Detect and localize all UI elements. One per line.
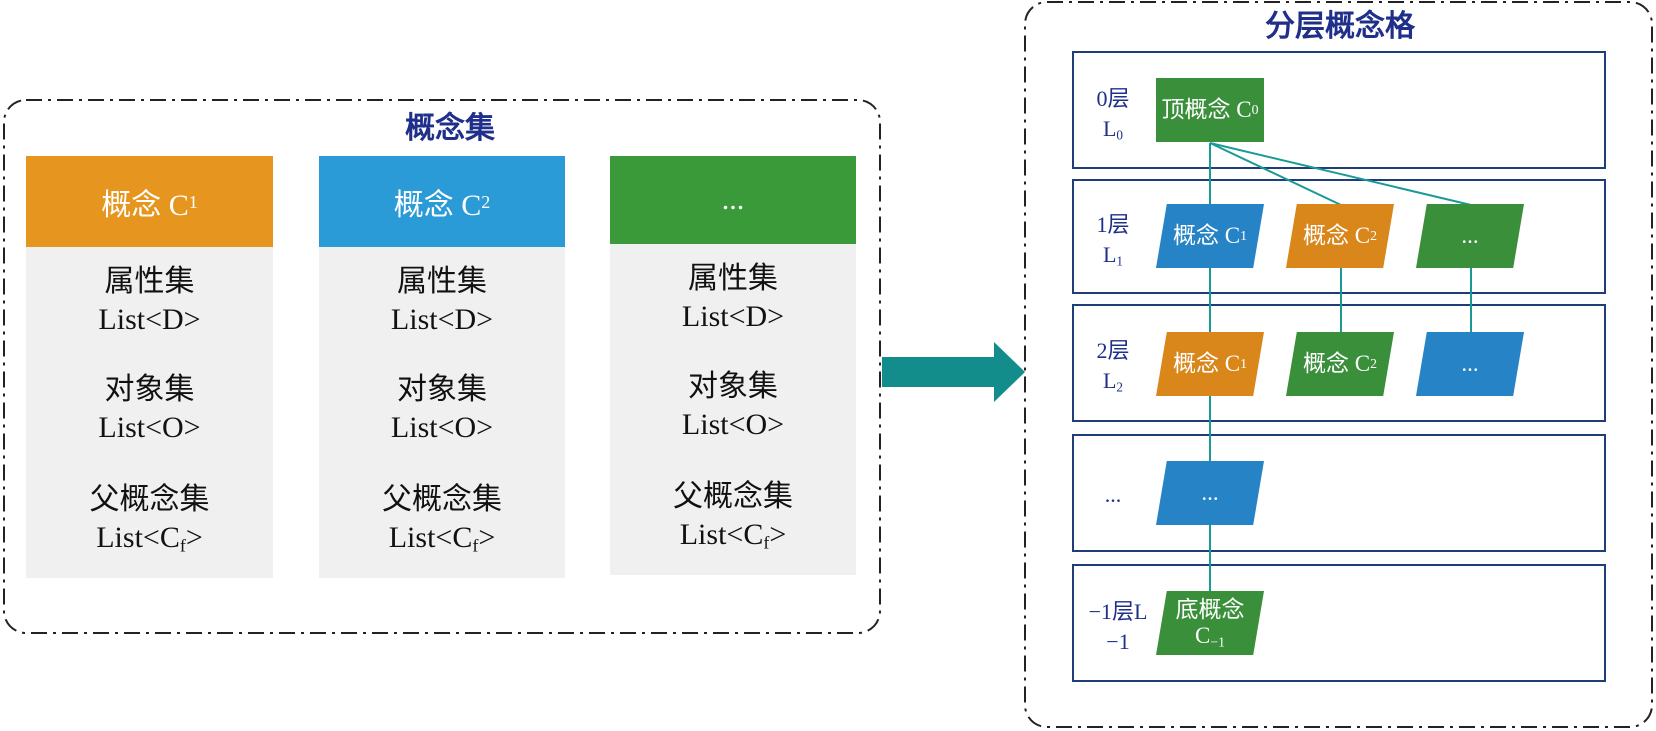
concept-card-1-title: 概念 C	[101, 188, 189, 222]
object-set-label: 对象集	[397, 373, 487, 406]
attribute-set-label: 属性集	[688, 262, 778, 295]
layer-box-1	[1072, 179, 1606, 294]
concept-card-3-title: ...	[721, 183, 745, 216]
lattice-frame	[1024, 1, 1653, 728]
parent-set-list: List<Cf>	[388, 521, 496, 556]
object-set-label: 对象集	[104, 373, 195, 406]
lattice-title: 分层概念格	[1265, 9, 1415, 44]
attribute-set-list: List<D>	[98, 303, 201, 336]
concept-card-1-body: 属性集 List<D> 对象集 List<O> 父概念集 List<Cf>	[26, 247, 273, 578]
parent-set-label: 父概念集	[673, 480, 793, 513]
concept-set-frame	[3, 99, 881, 634]
attribute-set-label: 属性集	[397, 265, 487, 298]
parent-set-label: 父概念集	[89, 483, 210, 516]
l3-concept-node: ...	[1156, 461, 1264, 525]
layer-label-3: ...	[1104, 482, 1122, 507]
layer-label-4: −1层L−1	[1088, 599, 1148, 654]
parent-set-label: 父概念集	[382, 483, 502, 516]
layer-box-2	[1072, 304, 1606, 422]
concept-set-title: 概念集	[405, 111, 495, 146]
layer-box-3	[1072, 434, 1606, 552]
parent-set-list: List<Cf>	[679, 518, 787, 553]
transform-arrow	[882, 342, 1025, 402]
l1-concept-node-3: ...	[1416, 204, 1524, 268]
concept-card-2-title: 概念 C	[393, 188, 482, 222]
parent-set-list: List<Cf>	[96, 521, 203, 556]
attribute-set-list: List<D>	[390, 303, 494, 336]
attribute-set-list: List<D>	[681, 300, 785, 333]
link-top-l1c3	[1209, 142, 1472, 206]
object-set-list: List<O>	[681, 408, 785, 441]
layer-box-4	[1072, 564, 1606, 682]
link-top-l1c2	[1209, 142, 1342, 206]
object-set-list: List<O>	[98, 411, 201, 444]
attribute-set-label: 属性集	[104, 265, 195, 298]
lattice-links	[1209, 142, 1472, 592]
object-set-label: 对象集	[688, 370, 778, 403]
l2-concept-node-3: ...	[1416, 332, 1524, 396]
layer-box-0	[1072, 51, 1606, 169]
concept-card-3-head: ...	[610, 156, 856, 244]
concept-card-3-body: 属性集 List<D> 对象集 List<O> 父概念集 List<Cf>	[610, 244, 856, 575]
bottom-concept-node: 底概念 C−1	[1156, 591, 1264, 655]
concept-card-2-body: 属性集 List<D> 对象集 List<O> 父概念集 List<Cf>	[319, 247, 565, 578]
object-set-list: List<O>	[390, 411, 494, 444]
